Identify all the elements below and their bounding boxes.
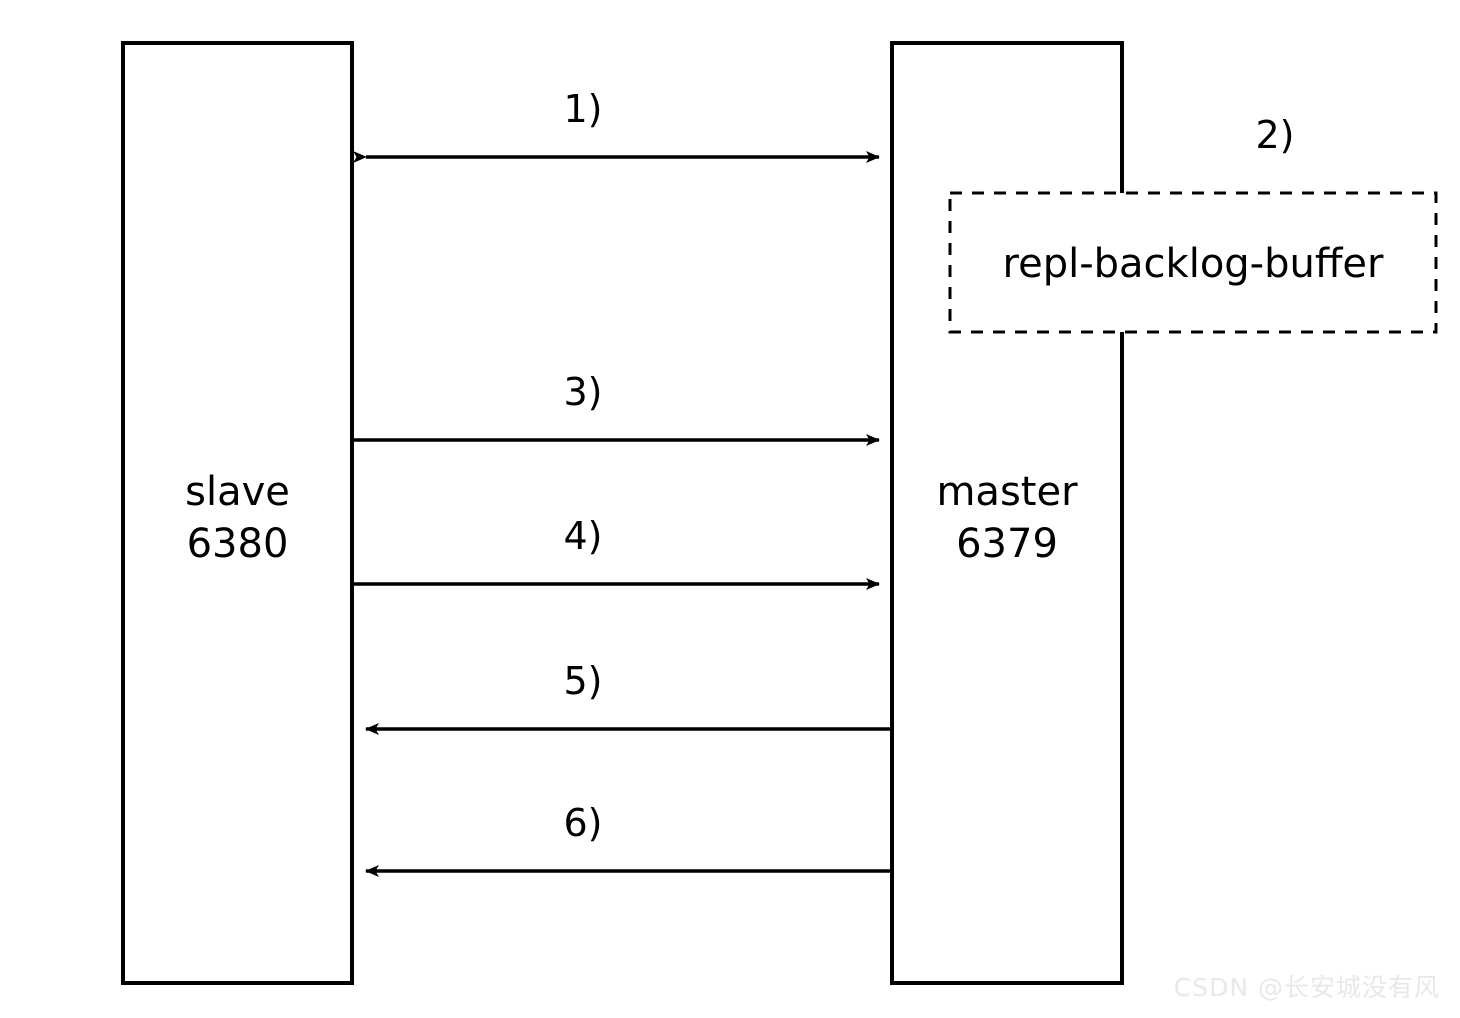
flow-label-6: 6) xyxy=(563,801,602,845)
flow-label-5: 5) xyxy=(563,659,602,703)
master-label-port: 6379 xyxy=(956,521,1058,567)
node-repl-backlog-buffer[interactable]: repl-backlog-buffer xyxy=(948,191,1438,334)
repl-backlog-buffer-label: repl-backlog-buffer xyxy=(1003,241,1384,287)
flow-step-4[interactable]: 4) xyxy=(353,514,880,590)
master-label-name: master xyxy=(936,469,1078,515)
slave-label-port: 6380 xyxy=(187,521,289,567)
flow-label-3: 3) xyxy=(563,370,602,414)
flow-label-1: 1) xyxy=(563,87,602,131)
slave-label-name: slave xyxy=(185,469,290,515)
flow-step-5[interactable]: 5) xyxy=(365,659,893,735)
flow-label-4: 4) xyxy=(563,514,602,558)
flow-step-2: 2) xyxy=(1255,113,1294,157)
slave-box[interactable] xyxy=(121,41,354,985)
flow-step-1[interactable]: 1) xyxy=(353,87,880,163)
flow-step-6[interactable]: 6) xyxy=(365,801,893,877)
repl-backlog-buffer-box[interactable] xyxy=(948,191,1438,334)
node-master[interactable]: master 6379 xyxy=(890,41,1124,985)
watermark: CSDN @长安城没有风 xyxy=(1173,973,1440,1002)
flow-step-3[interactable]: 3) xyxy=(353,370,880,446)
flow-label-2: 2) xyxy=(1255,113,1294,157)
node-slave[interactable]: slave 6380 xyxy=(121,41,354,985)
